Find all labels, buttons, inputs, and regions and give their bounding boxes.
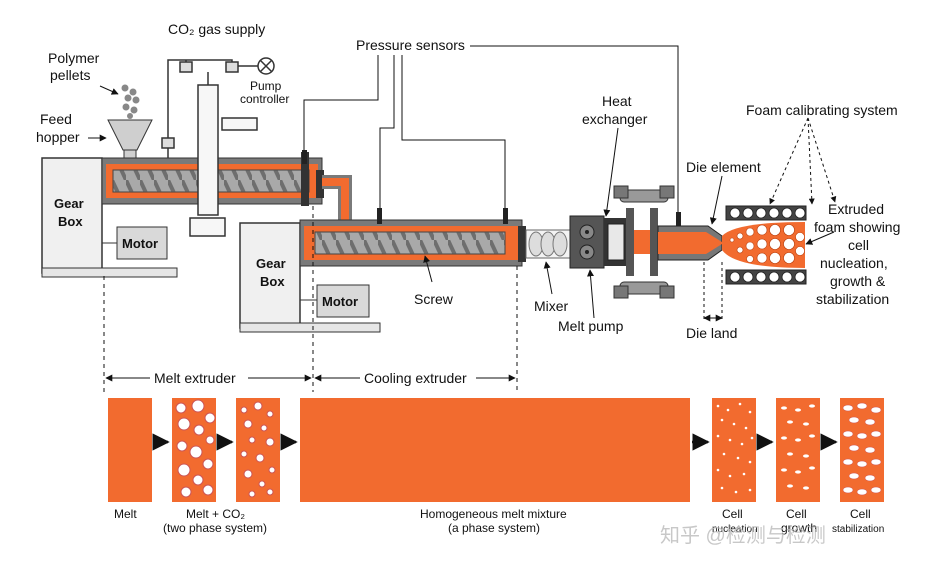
pressure-sensor-leaders: [303, 45, 679, 212]
feed-hopper: [107, 119, 153, 151]
polymer-pellets-icon: [121, 84, 140, 119]
extruded-foam-label-6: stabilization: [816, 291, 889, 307]
heat-exchanger: [604, 185, 675, 299]
stage-melt: [108, 398, 152, 502]
polymer-pellets-label-2: pellets: [50, 67, 90, 83]
mixer: [525, 229, 571, 259]
stage-cell-stabilization: [840, 398, 884, 502]
stage-cell-2-label-1: Cell: [786, 507, 807, 521]
pump-controller-icon: [257, 57, 275, 75]
stage-melt-co2-label-1: Melt + CO₂: [186, 507, 245, 521]
cooling-extruder: [239, 219, 526, 333]
gear-box-1: [41, 157, 103, 274]
stage-cell-3-label-2: stabilization: [832, 524, 884, 535]
gear-box-2: [239, 222, 301, 329]
stage-homogeneous-label-1: Homogeneous melt mixture: [420, 507, 567, 521]
extruded-foam-label-1: Extruded: [828, 201, 884, 217]
gearbox-2-label-1: Gear: [256, 256, 286, 271]
melt-pump: [569, 215, 605, 269]
polymer-pellets-arrow: [99, 85, 119, 95]
base-plate-1: [41, 267, 178, 278]
screw-leader: [423, 255, 433, 283]
stage-melt-co2-label-2: (two phase system): [163, 521, 267, 535]
motor-1-label: Motor: [122, 236, 158, 251]
melt-pump-leader: [587, 269, 595, 319]
stage-cell-growth: [776, 398, 820, 502]
heat-exchanger-label-1: Heat: [602, 93, 632, 109]
gearbox-1-label-1: Gear: [54, 196, 84, 211]
melt-extruder-label: Melt extruder: [154, 370, 236, 386]
heat-exchanger-leader: [603, 127, 619, 217]
stage-melt-label: Melt: [114, 507, 137, 521]
extruded-foam-label-4: nucleation,: [820, 255, 888, 271]
die-land-label: Die land: [686, 325, 737, 341]
mixer-label: Mixer: [534, 298, 569, 314]
die-element-arrow: [709, 175, 723, 225]
stage-cell-2-label-2: growth: [781, 521, 817, 535]
motor-2-label: Motor: [322, 294, 358, 309]
gearbox-1-label-2: Box: [58, 214, 83, 229]
co2-gas-supply: [161, 59, 258, 237]
watermark: 知乎 @检测与检测: [660, 524, 826, 547]
die-element-label: Die element: [686, 159, 761, 175]
pump-controller-label-2: controller: [240, 92, 289, 106]
cooling-extruder-label: Cooling extruder: [364, 370, 467, 386]
pressure-sensor-posts: [302, 150, 681, 228]
extruded-foam-label-5: growth &: [830, 273, 886, 289]
stage-homogeneous: [300, 398, 690, 502]
foam-calibrating-system: [722, 205, 807, 285]
extruded-foam-label-2: foam showing: [814, 219, 900, 235]
foam-calibrating-label: Foam calibrating system: [746, 102, 898, 118]
stage-cell-1-label-1: Cell: [722, 507, 743, 521]
feed-hopper-label-2: hopper: [36, 129, 80, 145]
base-plate-2: [239, 322, 381, 333]
co2-supply-label: CO₂ gas supply: [168, 21, 265, 37]
stage-blocks: [108, 398, 884, 502]
motor-1-box: [116, 226, 168, 260]
stage-cell-nucleation: [712, 398, 756, 502]
screw-label: Screw: [414, 291, 454, 307]
extruded-foam-leader: [805, 231, 835, 245]
gearbox-2-label-2: Box: [260, 274, 285, 289]
mixer-leader: [543, 261, 553, 295]
foam-calibrating-arrows: [769, 117, 837, 205]
pump-controller-label-1: Pump: [250, 79, 282, 93]
extruded-foam-label-3: cell: [848, 237, 869, 253]
melt-pump-label: Melt pump: [558, 318, 624, 334]
die-element: [657, 225, 723, 261]
extruder-dimensions: [103, 206, 518, 392]
polymer-pellets-label-1: Polymer: [48, 50, 100, 66]
stage-cell-1-label-2: nucleation: [712, 524, 758, 535]
stage-cell-3-label-1: Cell: [850, 507, 871, 521]
stage-homogeneous-label-2: (a phase system): [448, 521, 540, 535]
heat-exchanger-label-2: exchanger: [582, 111, 648, 127]
feed-hopper-label-1: Feed: [40, 111, 72, 127]
pressure-sensors-label: Pressure sensors: [356, 37, 465, 53]
die-land-dimension: [703, 262, 723, 322]
motor-2-box: [316, 284, 370, 318]
